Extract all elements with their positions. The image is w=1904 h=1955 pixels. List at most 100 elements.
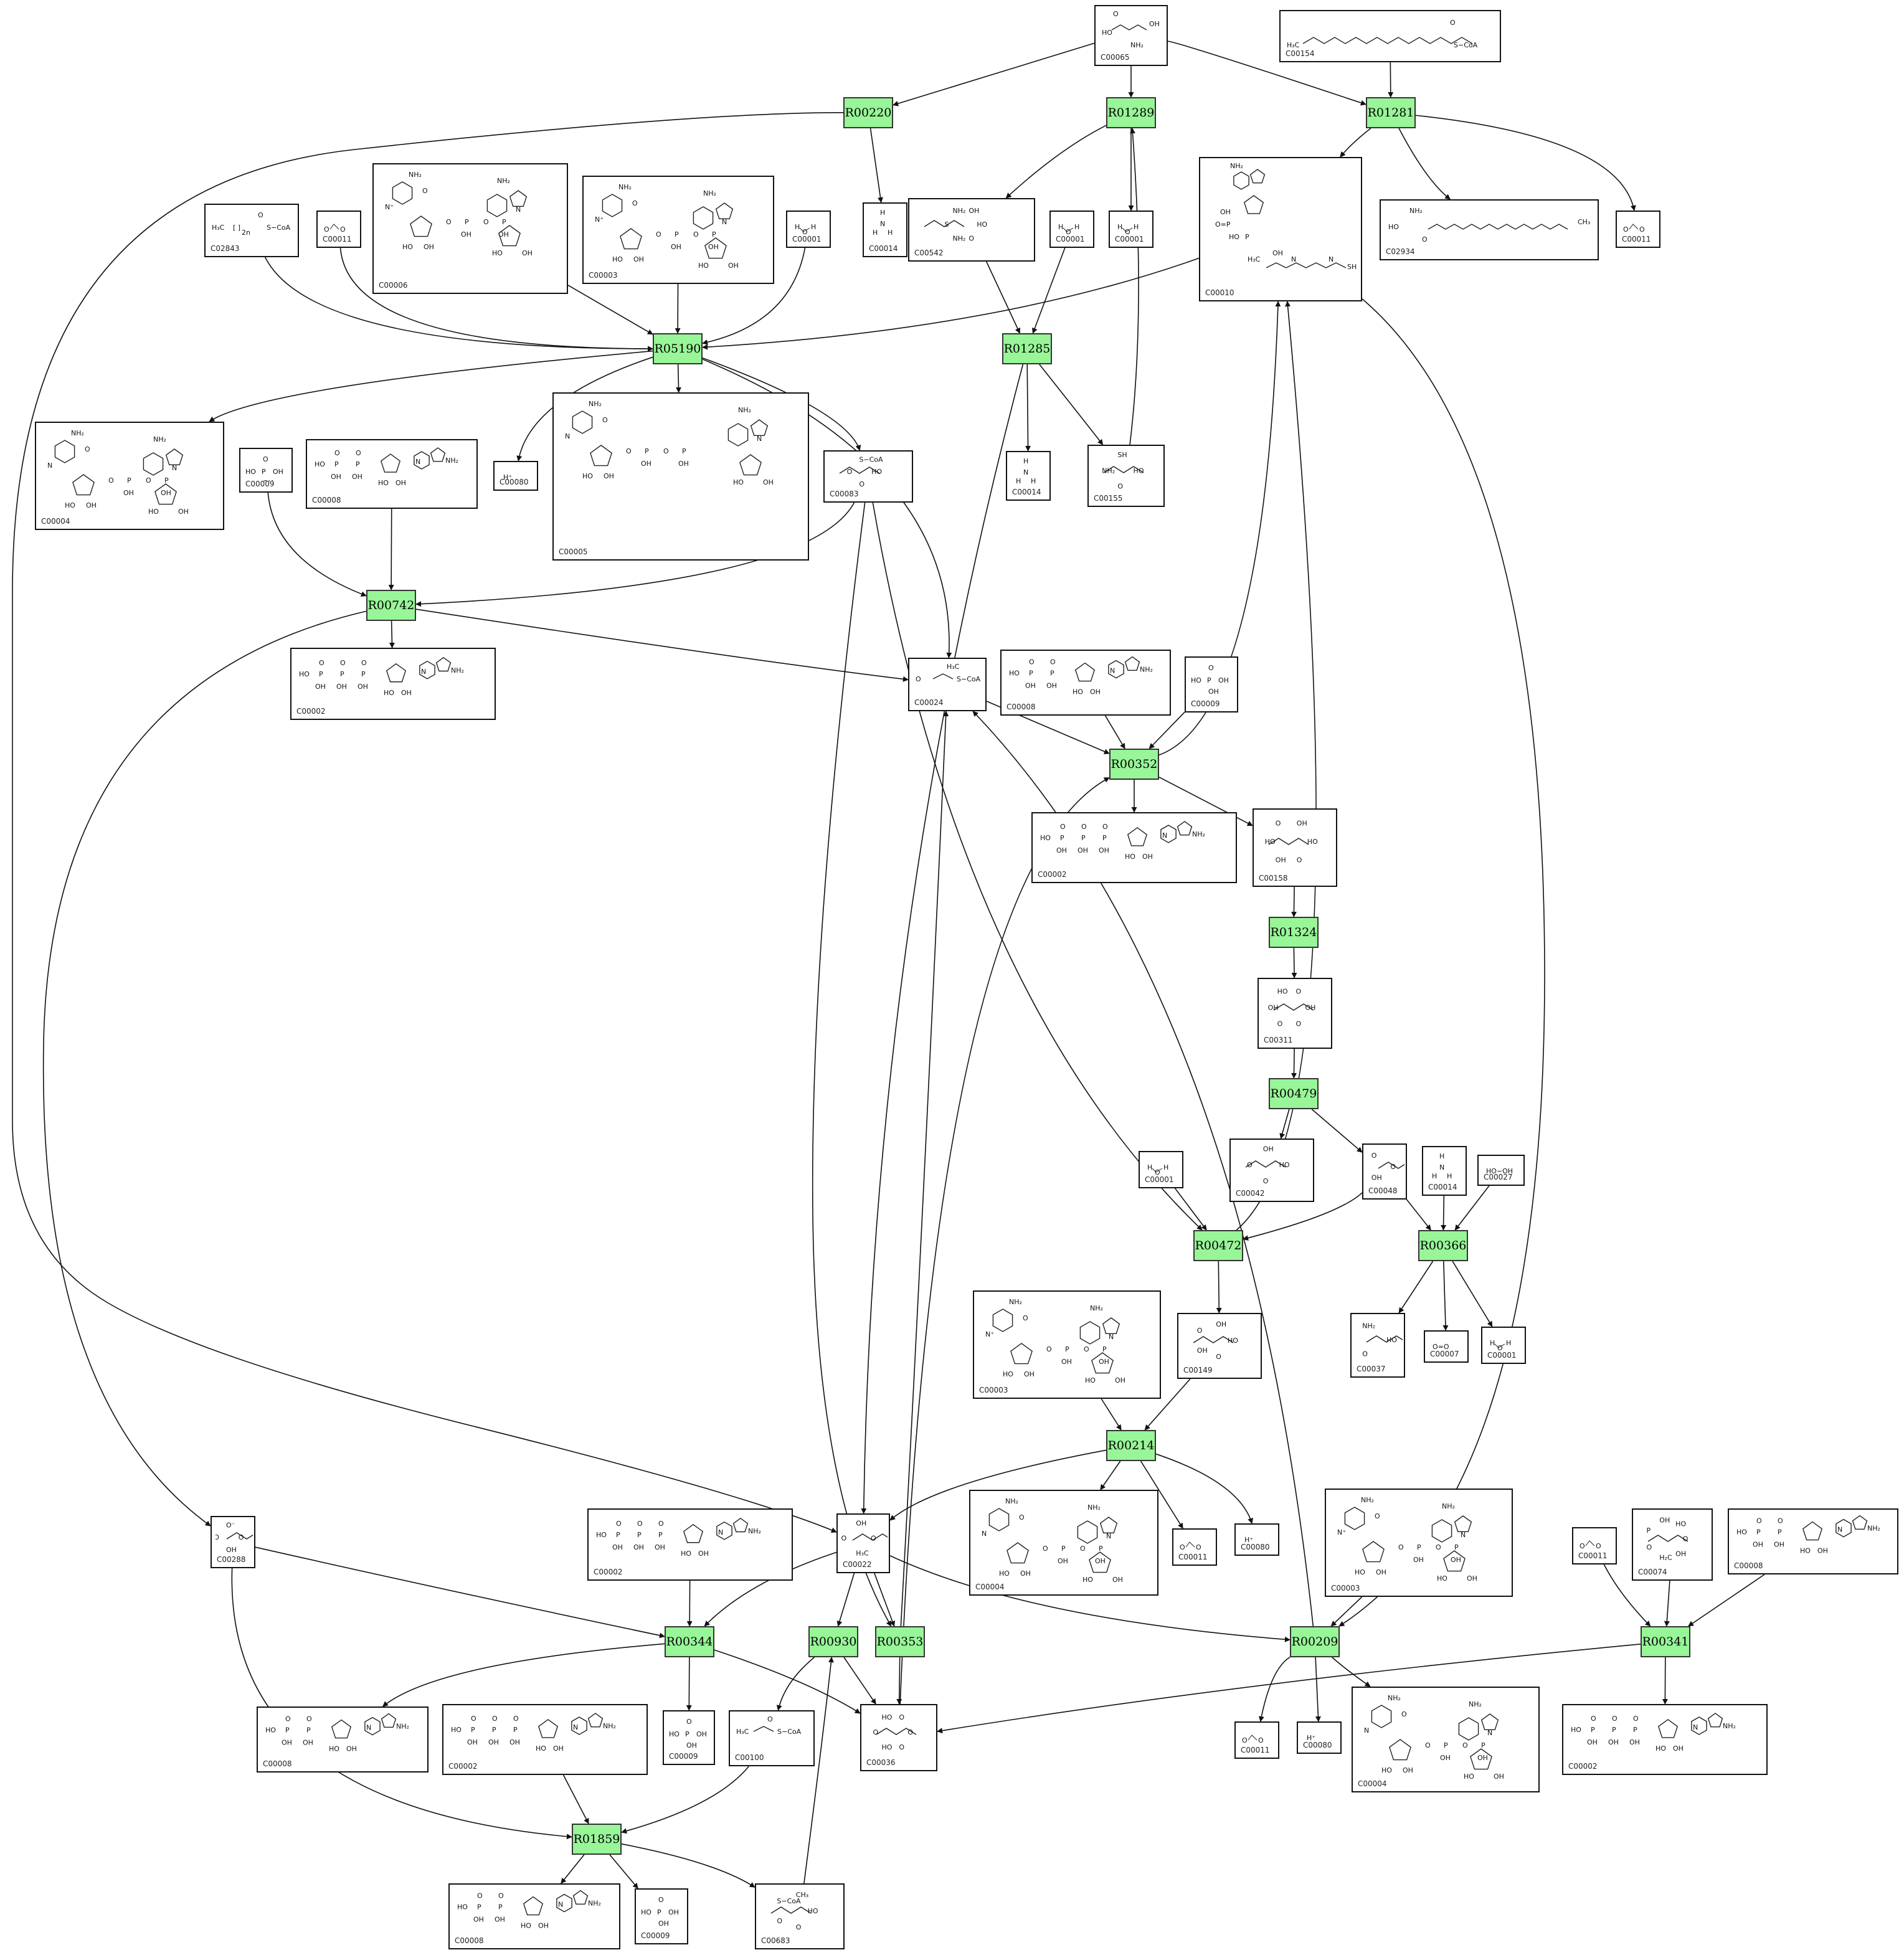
reaction-R05190[interactable]: R05190	[653, 333, 703, 364]
atom-label: O	[616, 1520, 622, 1528]
atom-label: O	[1247, 1161, 1253, 1169]
reaction-R00344[interactable]: R00344	[665, 1626, 714, 1657]
compound-C00080[interactable]: H⁺C00080	[493, 461, 538, 491]
atom-label: P	[1029, 670, 1033, 678]
reaction-R00742[interactable]: R00742	[366, 590, 416, 621]
reaction-R00479[interactable]: R00479	[1269, 1078, 1319, 1109]
reaction-R00341[interactable]: R00341	[1641, 1626, 1690, 1657]
reaction-R00209[interactable]: R00209	[1290, 1626, 1340, 1657]
reaction-R00472[interactable]: R00472	[1193, 1230, 1243, 1261]
atom-label: P	[361, 670, 366, 678]
atom-label: O	[899, 1743, 904, 1751]
atom-label: P	[1061, 1545, 1066, 1553]
atom-label: HO	[521, 1922, 531, 1930]
atom-label: HO	[402, 243, 413, 251]
atom-label: H	[1031, 477, 1036, 485]
reaction-R00930[interactable]: R00930	[808, 1626, 858, 1657]
reaction-R01289[interactable]: R01289	[1106, 97, 1156, 128]
atom-label: O	[1623, 225, 1629, 234]
atom-label: NH₂	[1192, 830, 1205, 838]
atom-label: HO	[1085, 1376, 1096, 1385]
reaction-R00366[interactable]: R00366	[1418, 1230, 1468, 1261]
reaction-R00353[interactable]: R00353	[875, 1626, 925, 1657]
reaction-R00352[interactable]: R00352	[1109, 749, 1159, 780]
atom-label: OH	[1061, 1358, 1072, 1366]
reaction-R01859[interactable]: R01859	[572, 1824, 622, 1855]
compound-C00080[interactable]: H⁺C00080	[1297, 1721, 1342, 1754]
atom-label: HO	[457, 1903, 468, 1911]
atom-label: NH₂	[1469, 1700, 1482, 1708]
atom-label: O	[1263, 1177, 1269, 1185]
edge-R00214-C00022	[889, 1449, 1107, 1521]
compound-C00080[interactable]: H⁺C00080	[1234, 1523, 1279, 1556]
reaction-R00214[interactable]: R00214	[1106, 1430, 1156, 1461]
reaction-R01324[interactable]: R01324	[1269, 917, 1319, 948]
atom-label: O	[422, 187, 428, 195]
edge-C00010-R00209	[1338, 298, 1545, 1627]
reaction-R01285[interactable]: R01285	[1002, 333, 1052, 364]
reaction-R01281[interactable]: R01281	[1366, 97, 1416, 128]
atom-label: OH	[1587, 1738, 1598, 1746]
reaction-R00220[interactable]: R00220	[843, 97, 893, 128]
